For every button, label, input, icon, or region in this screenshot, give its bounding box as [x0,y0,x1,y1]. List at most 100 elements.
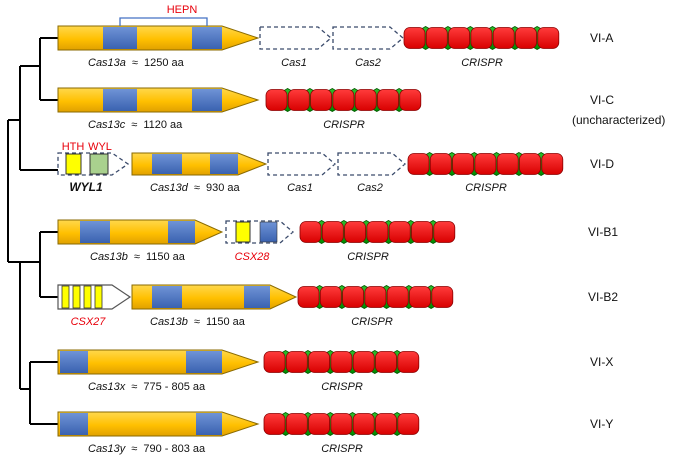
crispr-repeat [354,89,377,111]
crispr-repeat [364,286,387,308]
crispr-repeat [263,351,286,373]
crispr-repeat [470,27,493,49]
crispr-label: CRISPR [461,57,503,69]
crispr-repeat [299,221,322,243]
wyl-domain [89,153,109,175]
cas13a-gene [57,25,260,51]
crispr-repeat [397,413,420,435]
hepn-domain [196,413,222,435]
crispr-repeat [474,153,497,175]
cas1-label: Cas1 [281,57,307,69]
cas13b-label: Cas13b≈1150 aa [90,251,186,263]
hepn-domain [152,286,182,308]
cas13b-label: Cas13b≈1150 aa [150,316,246,328]
locus-vi-d: HTH WYL WYL1 Cas13d≈930 aa Cas1 Cas2 CRI… [57,141,614,194]
type-label-vi-d: VI-D [590,157,614,171]
locus-vi-a: HEPN Cas13a≈1250 aa Cas1 Cas2 CRISPR VI-… [57,4,613,69]
crispr-repeat [541,153,564,175]
csx27-domain [83,285,92,309]
crispr-repeat [496,153,519,175]
crispr-repeat [377,89,399,111]
crispr-repeat [287,89,310,111]
crispr-repeat [403,27,426,49]
crispr-repeat [452,153,475,175]
locus-vi-x: Cas13x≈775 - 805 aa CRISPR VI-X [57,349,613,393]
crispr-label: CRISPR [351,316,393,328]
crispr-repeat [321,221,344,243]
crispr-repeat [492,27,515,49]
cas13y-label: Cas13y≈790 - 803 aa [88,443,206,455]
locus-vi-b1: Cas13b≈1150 aa CSX28 CRISPR VI-B1 [57,219,618,263]
crispr-label: CRISPR [321,443,363,455]
crispr-array [403,26,560,50]
crispr-repeat [332,89,355,111]
hepn-domain [60,351,88,373]
cas13x-gene [57,349,260,375]
crispr-array [299,220,456,244]
cas13y-gene [57,411,260,437]
crispr-repeat [375,413,397,435]
hepn-domain [103,89,137,111]
crispr-repeat [285,413,308,435]
crispr-repeat [375,351,397,373]
hepn-domain [192,89,222,111]
cas13a-label: Cas13a≈1250 aa [88,57,185,69]
hepn-domain [152,154,182,174]
wyl-label: WYL [88,141,112,153]
cas1-gene [259,26,333,50]
crispr-label: CRISPR [323,119,365,131]
csx27-domain [94,285,103,309]
crispr-repeat [342,286,365,308]
crispr-array [263,350,420,374]
crispr-repeat [429,153,452,175]
crispr-repeat [386,286,409,308]
cas13c-gene [57,87,260,113]
crispr-repeat [344,221,367,243]
csx27-domain [61,285,70,309]
crispr-repeat [319,286,342,308]
csx28-blue-domain [259,221,278,243]
csx27-gene [57,284,132,310]
cas13b-gene [57,219,224,245]
cas2-label: Cas2 [357,182,383,194]
crispr-repeat [265,89,288,111]
type-label-vi-x: VI-X [590,355,613,369]
crispr-repeat [352,351,375,373]
type-label-vi-b2: VI-B2 [588,290,618,304]
crispr-repeat [330,351,353,373]
csx28-label: CSX28 [235,251,271,263]
locus-vi-c: Cas13c≈1120 aa CRISPR VI-C (uncharacteri… [57,87,665,131]
crispr-array [265,88,422,112]
hepn-domain [186,351,222,373]
crispr-repeat [308,351,331,373]
crispr-repeat [519,153,541,175]
cas2-label: Cas2 [355,57,381,69]
cas2-gene [337,152,407,176]
hepn-domain [168,221,195,243]
crispr-repeat [297,286,320,308]
cas1-label: Cas1 [287,182,313,194]
crispr-repeat [285,351,308,373]
crispr-repeat [397,351,420,373]
cas13d-label: Cas13d≈930 aa [150,182,240,194]
crispr-array [297,285,454,309]
phylogenetic-tree [7,37,58,425]
locus-vi-b2: CSX27 Cas13b≈1150 aa CRISPR VI-B2 [57,284,618,328]
crispr-array [407,152,564,176]
csx27-label: CSX27 [71,316,107,328]
locus-vi-y: Cas13y≈790 - 803 aa CRISPR VI-Y [57,411,613,455]
wyl1-label: WYL1 [69,180,103,194]
crispr-repeat [330,413,353,435]
cas1-gene [267,152,337,176]
cas13x-label: Cas13x≈775 - 805 aa [88,381,206,393]
wyl1-gene [57,152,130,176]
cas13c-label: Cas13c≈1120 aa [88,119,183,131]
crispr-label: CRISPR [465,182,507,194]
crispr-repeat [433,221,456,243]
type-label-vi-y: VI-Y [590,417,613,431]
crispr-repeat [448,27,471,49]
type-label-vi-b1: VI-B1 [588,225,618,239]
crispr-repeat [409,286,431,308]
hepn-domain [103,27,137,49]
